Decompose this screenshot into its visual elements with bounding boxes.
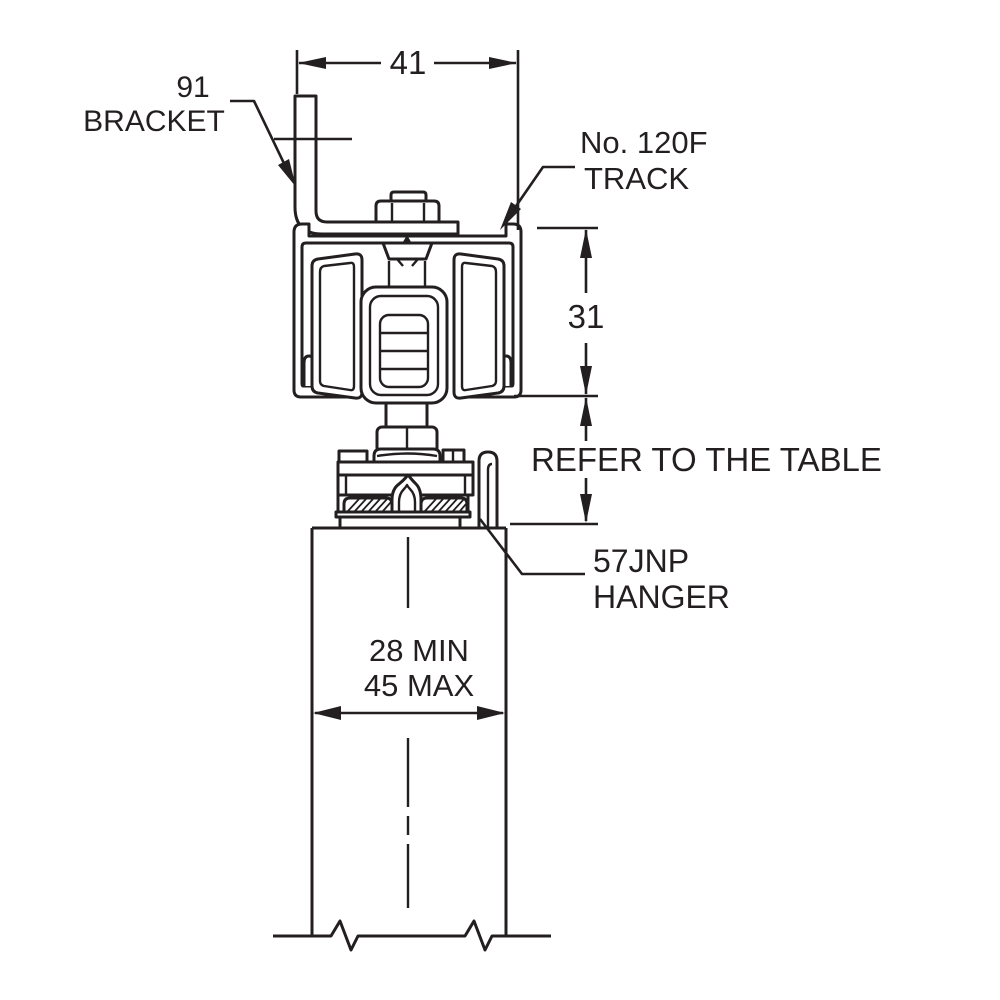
- arrowhead-right: [489, 57, 517, 69]
- hanger-leader-line: [478, 518, 585, 576]
- arrowhead-left: [313, 706, 341, 720]
- hex-nut-top: [374, 199, 441, 224]
- axle-mount: [381, 241, 434, 261]
- bracket-leader-line: [230, 99, 294, 181]
- hanger-assembly: [334, 448, 499, 530]
- door-min-text: 28 MIN: [369, 633, 469, 668]
- door-edges: [310, 526, 508, 936]
- bolt-collar: [372, 447, 442, 464]
- bearing-rollers: [380, 331, 428, 371]
- arrowhead-up: [580, 397, 592, 426]
- hanger-apron: [338, 515, 462, 528]
- arrowhead-right: [477, 706, 505, 720]
- door-panel: [273, 526, 551, 952]
- arrowhead-down: [580, 494, 592, 523]
- refer-to-table-text: REFER TO THE TABLE: [531, 441, 882, 478]
- arrowhead-up: [580, 229, 592, 258]
- hanger-top-plate: [336, 460, 475, 477]
- hanger-bolt: [372, 403, 442, 464]
- bracket-shape: [274, 94, 460, 236]
- hanger-label-line2: HANGER: [593, 579, 730, 615]
- bracket-label-line1: 91: [176, 71, 209, 104]
- dimension-track-width: 41: [295, 44, 520, 230]
- dim-31-text: 31: [568, 298, 605, 335]
- bracket-leader-arrowhead: [278, 159, 296, 187]
- dimension-hanger-drop: REFER TO THE TABLE: [510, 397, 882, 526]
- bracket-label-line2: BRACKET: [83, 105, 225, 138]
- extension-lines: [514, 226, 598, 398]
- label-hanger: 57JNP HANGER: [478, 518, 730, 615]
- arrowhead-down: [580, 366, 592, 395]
- bolt-shaft: [384, 403, 429, 427]
- track-label-line1: No. 120F: [580, 125, 708, 160]
- break-line: [273, 919, 551, 952]
- hub-bearing: [359, 285, 449, 405]
- dimension-track-height: 31: [514, 226, 605, 398]
- arrowhead-left: [298, 57, 326, 69]
- dim-41-text: 41: [390, 44, 427, 81]
- door-max-text: 45 MAX: [364, 668, 475, 703]
- hanger-label-line1: 57JNP: [593, 543, 689, 579]
- label-bracket: 91 BRACKET: [83, 71, 296, 187]
- right-wheel: [452, 252, 506, 400]
- roller-wheels: [310, 252, 506, 400]
- label-track: No. 120F TRACK: [500, 125, 708, 230]
- extension-lines: [295, 50, 520, 230]
- hanger-left-tab: [337, 449, 369, 464]
- dimension-door-thickness: 28 MIN 45 MAX: [313, 633, 505, 720]
- bolt-cap: [389, 190, 428, 201]
- track-leader-line: [503, 165, 575, 223]
- track-leader-arrowhead: [500, 202, 521, 230]
- bracket-bolt: [374, 190, 441, 224]
- track-label-line2: TRACK: [584, 161, 689, 196]
